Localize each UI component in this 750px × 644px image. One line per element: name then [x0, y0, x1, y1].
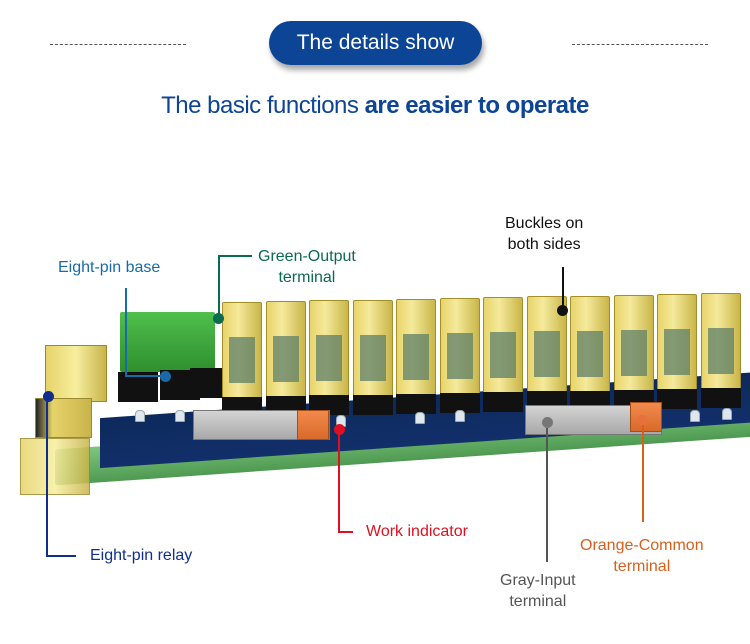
callout-gray-input: Gray-Input terminal [500, 570, 576, 612]
relay-coil [533, 331, 560, 378]
callout-dot [213, 313, 224, 324]
callout-line [125, 288, 127, 376]
callout-text: terminal [509, 593, 567, 610]
callout-work-indicator: Work indicator [366, 523, 468, 540]
relay [657, 294, 697, 391]
callout-line [338, 432, 340, 532]
indicator-led [175, 410, 185, 422]
relay-coil [707, 328, 734, 375]
loose-relay [20, 438, 90, 495]
callout-line [338, 531, 353, 533]
relay-coil [577, 330, 603, 377]
callout-dot [334, 424, 345, 435]
callout-green-output: Green-Output terminal [258, 246, 356, 288]
callout-line [562, 267, 564, 309]
callout-dot [160, 371, 171, 382]
relay-coil [229, 337, 255, 383]
relay-coil [620, 329, 647, 376]
relay-socket [657, 389, 697, 409]
callout-dot [637, 415, 648, 426]
callout-text: Orange-Common [580, 537, 704, 554]
callout-text: terminal [613, 558, 671, 575]
section-subtitle: The basic functions are easier to operat… [0, 92, 750, 120]
relay-coil [664, 329, 690, 375]
relay [309, 300, 349, 398]
relay [439, 298, 480, 395]
relay [483, 297, 523, 395]
callout-dot [542, 417, 553, 428]
relay-socket [700, 388, 741, 409]
callout-text: Green-Output [258, 248, 356, 265]
callout-line [46, 555, 76, 557]
relay [570, 295, 610, 393]
callout-line [546, 428, 548, 562]
indicator-led [455, 410, 465, 422]
relay-coil [403, 333, 429, 380]
callout-orange-common: Orange-Common terminal [580, 535, 704, 577]
subtitle-bold: are easier to operate [364, 92, 590, 119]
callout-buckles: Buckles on both sides [505, 213, 583, 255]
relay-coil [446, 333, 473, 379]
callout-line [125, 375, 165, 377]
relay-coil [316, 335, 342, 382]
relay [222, 302, 262, 399]
relay-socket [483, 392, 523, 413]
loose-relay [35, 398, 92, 438]
indicator-led [690, 410, 700, 422]
section-title-badge: The details show [269, 21, 482, 65]
relay [613, 294, 654, 392]
relay-socket [439, 393, 480, 413]
relay [396, 298, 436, 396]
relay-coil [359, 334, 386, 381]
indicator-led [415, 412, 425, 424]
subtitle-regular: The basic functions [161, 92, 365, 119]
relay [265, 301, 306, 399]
callout-eight-pin-relay: Eight-pin relay [90, 547, 193, 564]
relay [352, 299, 393, 397]
callout-dot [557, 305, 568, 316]
loose-relay [45, 345, 107, 402]
callout-line [218, 255, 220, 317]
callout-text: Gray-Input [500, 572, 576, 589]
relay-socket [396, 393, 436, 414]
callout-text: both sides [507, 236, 581, 253]
relay-socket [352, 394, 393, 415]
relay-socket [118, 372, 158, 402]
indicator-led [722, 408, 732, 420]
relay-coil [272, 336, 299, 383]
orange-common-terminal-block [297, 410, 329, 440]
callout-line [642, 425, 644, 522]
callout-text: Buckles on [505, 215, 584, 232]
callout-eight-pin-base: Eight-pin base [58, 259, 161, 276]
callout-line [46, 398, 48, 556]
header-divider-right [572, 44, 708, 45]
relay [700, 293, 741, 391]
callout-dot [43, 391, 54, 402]
header-divider-left [50, 44, 186, 45]
indicator-led [135, 410, 145, 422]
callout-line [218, 255, 252, 257]
green-output-terminal-block [120, 312, 215, 372]
relay-coil [490, 332, 516, 379]
callout-text: terminal [278, 269, 336, 286]
